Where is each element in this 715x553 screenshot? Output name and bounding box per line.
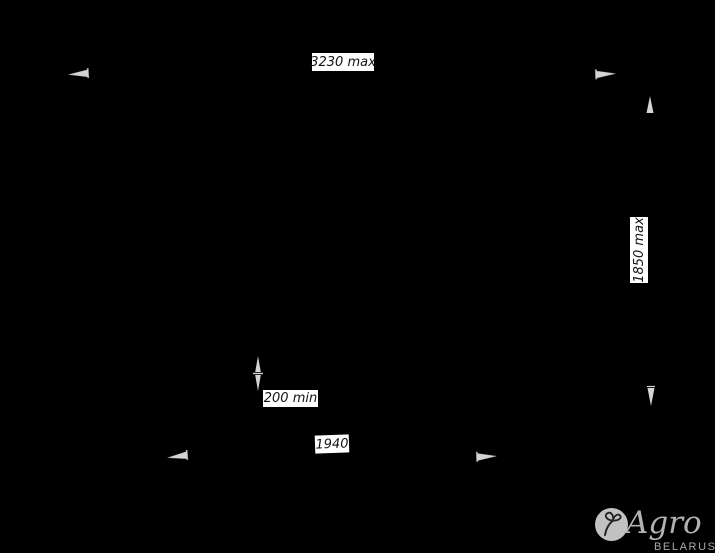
dim-arrow-down-icon — [647, 385, 655, 406]
dim-arrow-left-icon — [68, 68, 89, 79]
dimension-label-track-width: 1940 — [314, 434, 350, 454]
dim-double-arrow-vertical-icon — [253, 356, 263, 391]
logo-region-text: BELARUS — [654, 541, 715, 553]
dim-arrow-right-icon — [595, 69, 616, 80]
dimension-label-overall-width: 3230 max — [310, 53, 376, 71]
watermark-logo: Agro BELARUS — [593, 505, 715, 553]
logo-circle — [595, 508, 628, 541]
dimension-label-overall-height-wrap: 1850 max — [630, 217, 648, 283]
dim-arrow-up-icon — [646, 96, 654, 113]
dim-arrow-right-icon — [476, 451, 497, 462]
dim-arrow-left-icon — [167, 449, 189, 460]
sprout-icon — [604, 511, 622, 536]
dimension-label-overall-height: 1850 max — [630, 217, 648, 283]
dimension-label-ground-clearance: 200 min — [263, 390, 318, 407]
logo-brand-text: Agro — [626, 505, 702, 541]
